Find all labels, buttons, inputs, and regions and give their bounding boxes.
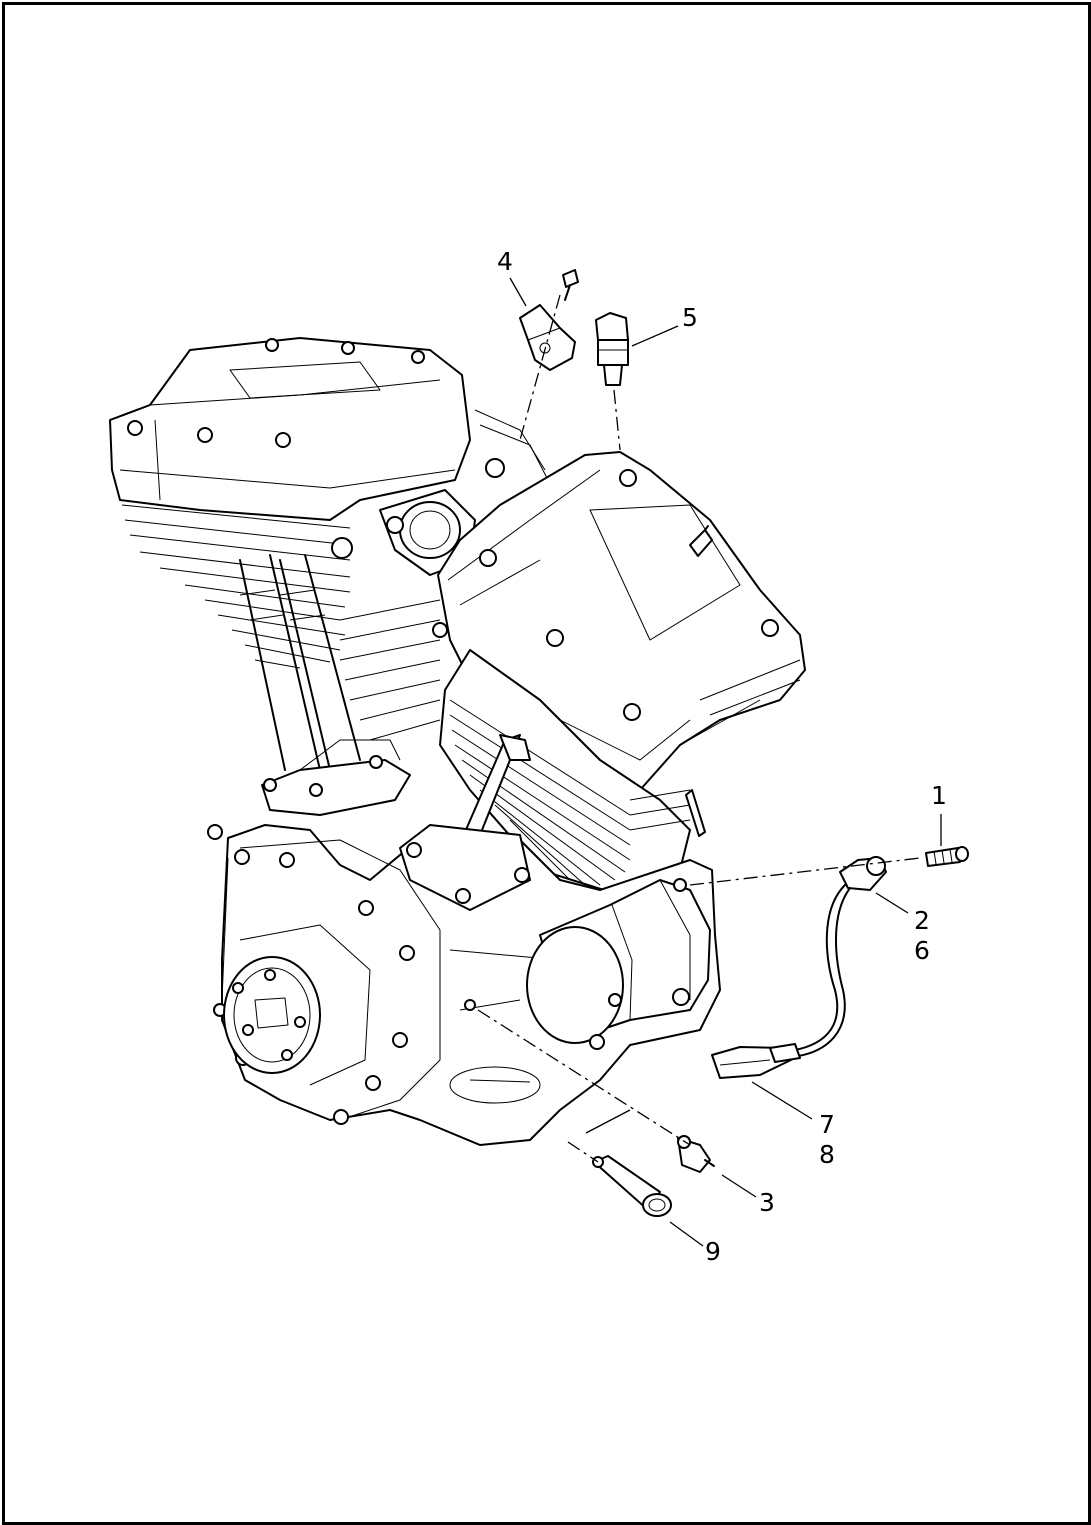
rear-cylinder-head-icon (109, 337, 549, 669)
sensor-item-2-icon (794, 856, 887, 1057)
cylinder-fins-icon (339, 599, 441, 741)
fitting-item-9-icon (592, 1155, 672, 1217)
connector-item-7-icon (711, 1043, 801, 1079)
sensor-item-4-icon (519, 269, 579, 371)
callout-9: 9 (705, 1237, 721, 1266)
callout-4: 4 (497, 247, 513, 276)
callout-5: 5 (682, 303, 698, 332)
pushrod-tubes-icon (239, 554, 361, 771)
crankcase-icon (207, 739, 721, 1146)
starter-motor-icon (526, 878, 711, 1050)
intake-port-icon (331, 458, 505, 576)
switch-item-3-icon (677, 1135, 715, 1173)
leader-lines (509, 277, 942, 1247)
callout-1: 1 (931, 781, 947, 810)
callout-3: 3 (759, 1188, 775, 1217)
callout-2-6: 2 6 (914, 906, 930, 965)
centerlines (477, 294, 921, 1163)
bolt-item-1-icon (925, 846, 969, 867)
callout-7-8: 7 8 (819, 1110, 835, 1169)
sender-item-5-icon (595, 312, 629, 386)
